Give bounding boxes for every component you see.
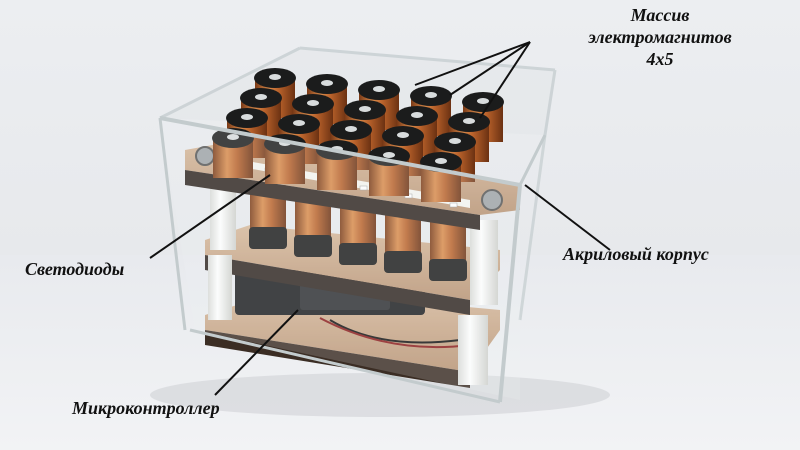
label-microcontroller: Микроконтроллер bbox=[72, 398, 220, 418]
led bbox=[449, 202, 458, 208]
led bbox=[359, 185, 368, 191]
label-line: электромагнитов bbox=[588, 27, 732, 47]
shadow bbox=[150, 373, 610, 417]
label-line: 4х5 bbox=[646, 49, 674, 69]
coil-top bbox=[212, 128, 254, 178]
label-leds: Светодиоды bbox=[25, 259, 125, 279]
annotation-lines bbox=[149, 41, 611, 396]
label-electromagnet-array: Массив электромагнитов 4х5 bbox=[560, 4, 760, 70]
label-acrylic-case: Акриловый корпус bbox=[563, 244, 709, 264]
coil-top bbox=[316, 140, 358, 190]
label-line: Массив bbox=[630, 5, 690, 25]
